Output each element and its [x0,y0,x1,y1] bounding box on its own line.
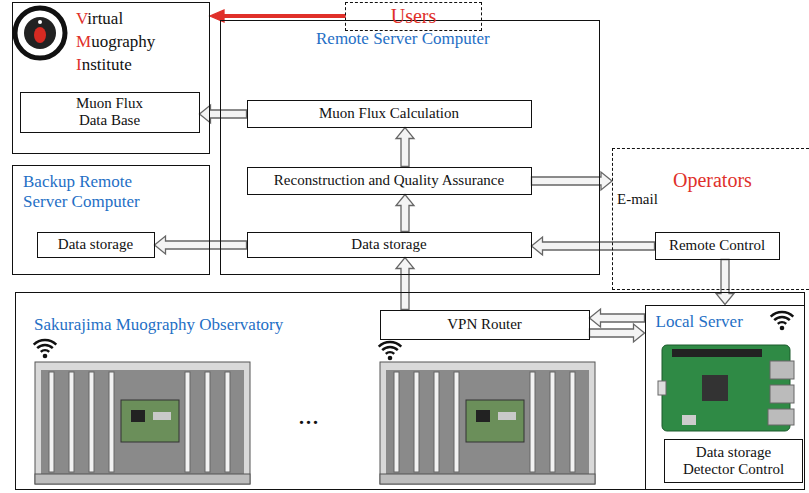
process-box: VPN Router [380,310,590,340]
institute-box: Virtual Muography InstituteMuon Flux Dat… [12,2,210,154]
server-box: Remote Server ComputerMuon Flux Calculat… [220,20,600,275]
process-box: Data storage [37,232,155,258]
box-label: VPN Router [447,316,522,333]
box-label: Data storage [58,236,133,253]
server-box: Backup Remote Server ComputerData storag… [12,165,210,275]
process-box: Muon Flux Calculation [247,100,532,128]
data-flow-arrow [716,260,734,305]
wifi-icon [34,340,57,358]
process-box: Muon Flux Data Base [20,92,200,133]
data-flow-arrow [396,258,414,310]
process-box: Reconstruction and Quality Assurance [247,167,532,195]
edge-label: E-mail [615,191,660,208]
server-box: Local ServerData storage Detector Contro… [645,305,805,490]
box-label: Muon Flux Calculation [319,105,459,122]
data-flow-arrow [590,309,645,327]
box-label: Reconstruction and Quality Assurance [274,172,504,189]
actor-box: Users [345,2,482,31]
wifi-icon [379,342,402,360]
process-box: Remote Control [655,232,780,260]
data-flow-arrow [396,128,414,167]
data-flow-arrow [590,324,645,342]
raspberry-pi-board [658,345,794,431]
box-label: Muon Flux Data Base [65,95,155,130]
detector-photo [380,362,595,484]
process-box: Data storage Detector Control [664,439,803,483]
observatory-box: Sakurajima Muography Observatory VPN Rout… [15,292,805,490]
data-flow-arrow [155,236,247,254]
box-heading: Local Server [656,312,743,332]
box-label: Data storage Detector Control [671,444,796,479]
data-flow-arrow [200,105,247,123]
box-heading: Operators [673,169,752,192]
data-flow-arrow [532,237,655,255]
box-label: Remote Control [669,237,765,254]
wifi-icon [771,312,794,330]
box-heading: Sakurajima Muography Observatory [34,315,283,335]
box-label: Users [391,5,437,28]
box-heading: Remote Server Computer [316,29,490,49]
box-heading: Backup Remote Server Computer [23,172,173,211]
box-heading: Virtual Muography Institute [76,7,155,76]
ellipsis-label: ... [296,400,321,431]
data-flow-arrow [396,195,414,232]
institute-logo [15,8,65,58]
box-label: Data storage [351,236,426,253]
detector-photo [35,362,250,484]
process-box: Data storage [247,232,532,258]
actor-region: OperatorsRemote Control [612,148,809,290]
